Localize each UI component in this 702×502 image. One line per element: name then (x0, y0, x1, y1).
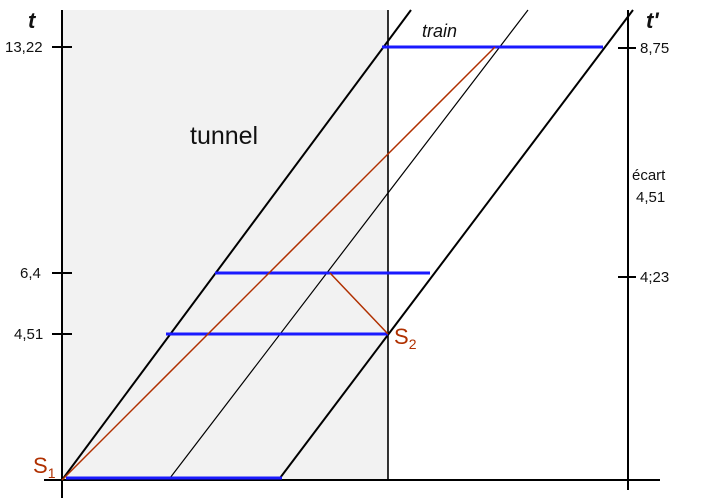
tick-label-4-23: 4;23 (640, 269, 670, 286)
tick-label-6-4: 6,4 (20, 265, 41, 282)
signal-from-s1 (61, 46, 496, 481)
train-label: train (422, 21, 458, 41)
tunnel-region (62, 10, 388, 480)
tunnel-label: tunnel (190, 122, 259, 150)
train-rear-worldline (61, 9, 412, 481)
t-axis-label: t (28, 8, 36, 33)
gap-value: 4,51 (636, 189, 666, 206)
event-s1-label: S1 (33, 453, 56, 481)
event-s2-label: S2 (394, 324, 417, 352)
t-prime-axis-label: t' (646, 8, 659, 33)
train-middle-worldline (169, 9, 529, 479)
train-front-worldline (279, 9, 634, 479)
gap-label: écart (632, 167, 666, 184)
signal-from-s2 (329, 272, 389, 335)
tick-label-4-51: 4,51 (14, 326, 44, 343)
tick-label-8-75: 8,75 (640, 40, 670, 57)
tick-label-13-22: 13,22 (5, 39, 43, 56)
